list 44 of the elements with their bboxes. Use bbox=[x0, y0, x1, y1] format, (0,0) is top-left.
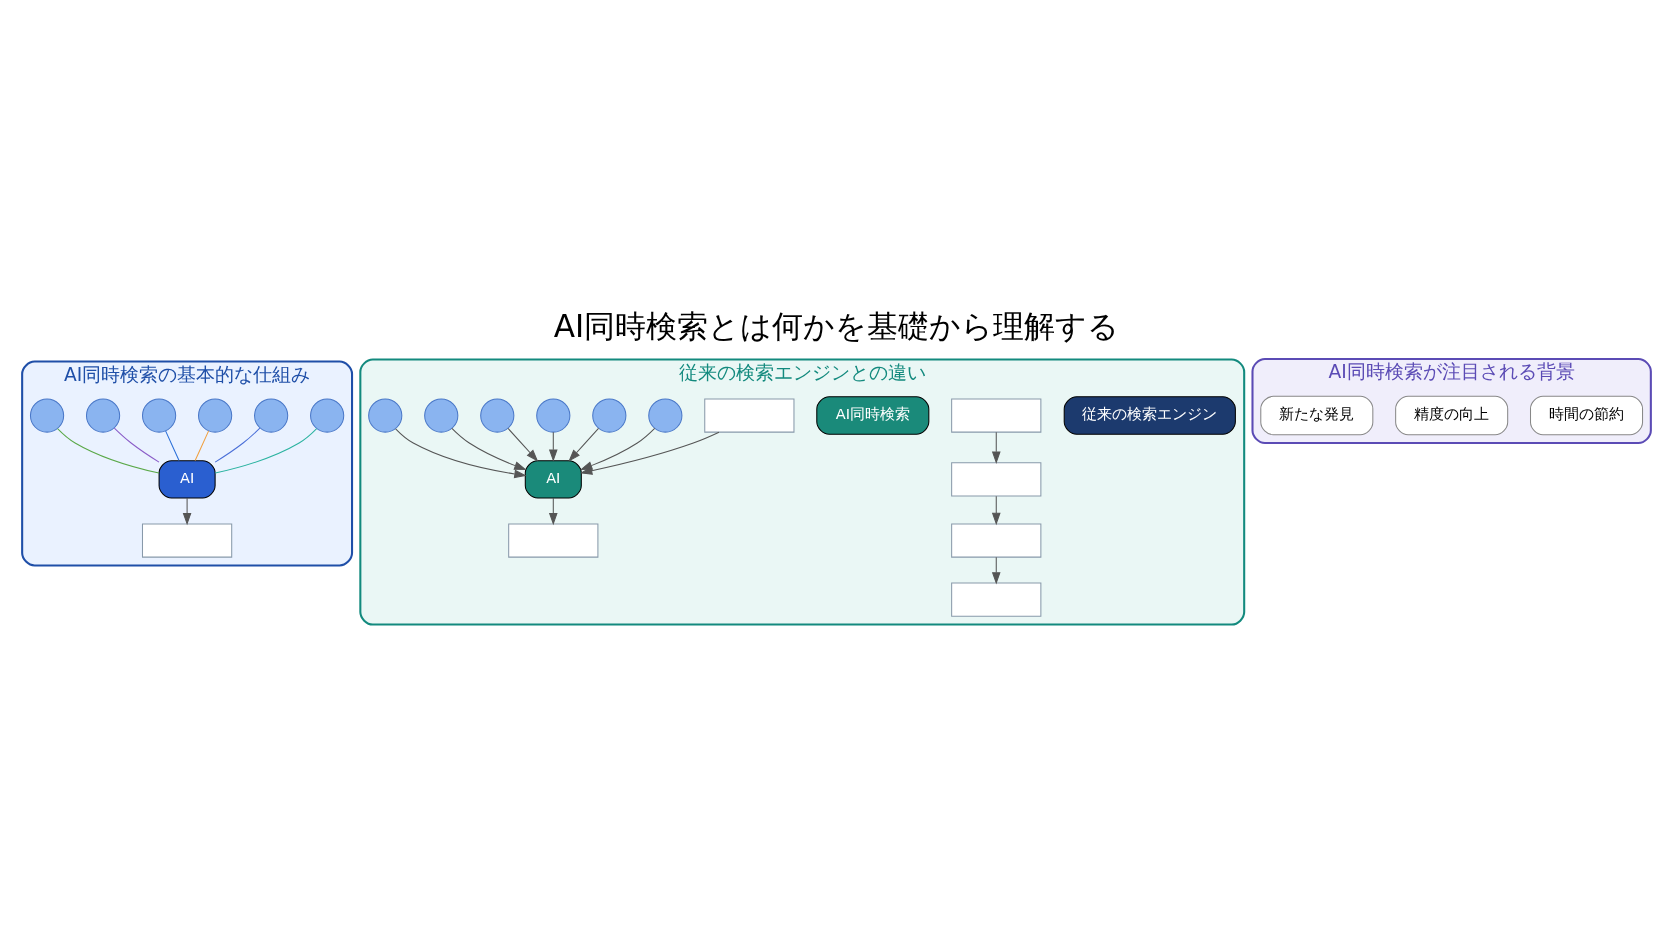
node-box: 新たな発見 bbox=[1259, 395, 1373, 436]
connector bbox=[113, 427, 160, 463]
node-circle bbox=[479, 398, 514, 433]
node-box: AI同時検索 bbox=[815, 396, 929, 435]
connector bbox=[164, 430, 180, 462]
node-box: AI bbox=[158, 460, 216, 499]
node-box bbox=[507, 523, 598, 558]
connector bbox=[214, 427, 260, 463]
node-box bbox=[950, 523, 1041, 558]
arrow bbox=[507, 427, 538, 462]
node-box: AI bbox=[524, 460, 582, 499]
node-circle bbox=[309, 398, 344, 433]
node-box bbox=[950, 398, 1041, 433]
node-box: 精度の向上 bbox=[1394, 395, 1508, 436]
node-box: 時間の節約 bbox=[1529, 395, 1643, 436]
arrow bbox=[579, 427, 655, 470]
diagram-title: AI同時検索とは何かを基礎から理解する bbox=[553, 308, 1119, 345]
arrow bbox=[567, 427, 599, 462]
node-circle bbox=[141, 398, 176, 433]
arrow bbox=[548, 497, 558, 526]
node-circle bbox=[647, 398, 682, 433]
arrow bbox=[182, 497, 191, 526]
node-box bbox=[703, 398, 794, 433]
node-circle bbox=[253, 398, 288, 433]
connector bbox=[194, 430, 209, 462]
arrow bbox=[450, 427, 527, 470]
arrow bbox=[548, 431, 558, 462]
arrow bbox=[991, 495, 1001, 526]
node-box: 従来の検索エンジン bbox=[1063, 396, 1236, 435]
node-box bbox=[141, 523, 232, 558]
arrow bbox=[394, 428, 527, 479]
node-circle bbox=[367, 398, 402, 433]
arrow bbox=[991, 431, 1001, 465]
node-circle bbox=[85, 398, 120, 433]
node-box bbox=[950, 582, 1041, 617]
node-circle bbox=[423, 398, 458, 433]
node-circle bbox=[29, 398, 64, 433]
node-box bbox=[950, 462, 1041, 497]
connector bbox=[214, 428, 317, 474]
node-circle bbox=[197, 398, 232, 433]
node-circle bbox=[535, 398, 570, 433]
arrow bbox=[991, 556, 1001, 585]
connector bbox=[56, 428, 159, 474]
node-circle bbox=[591, 398, 626, 433]
